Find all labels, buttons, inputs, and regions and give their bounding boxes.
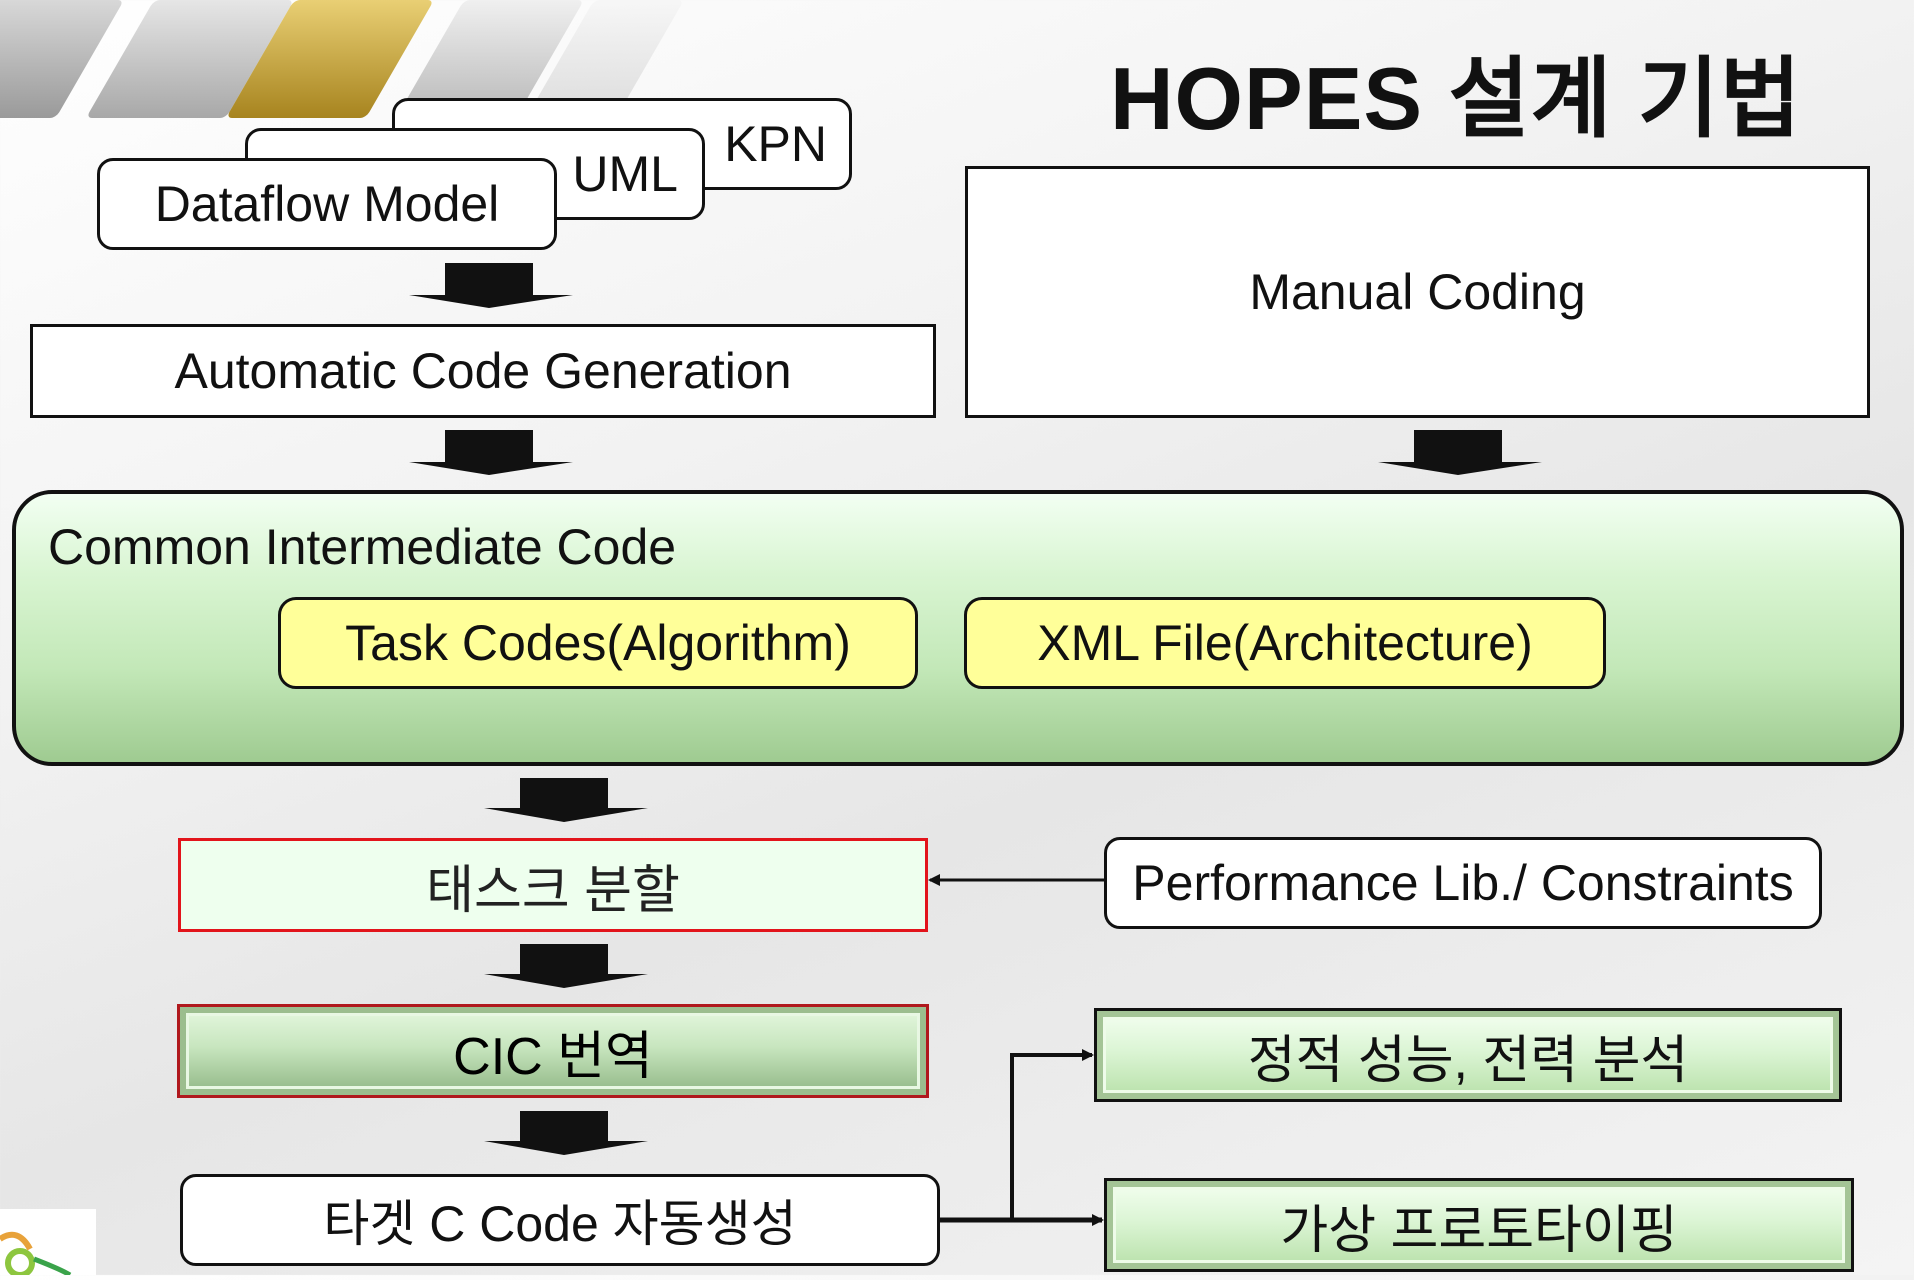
down-arrow-1 — [409, 263, 573, 308]
down-arrow-3 — [1378, 430, 1542, 475]
performance-lib-box: Performance Lib./ Constraints — [1104, 837, 1822, 929]
cic-translate-box: CIC 번역 — [177, 1004, 929, 1098]
dataflow-model-label: Dataflow Model — [154, 176, 500, 232]
down-arrow-6 — [484, 1111, 648, 1155]
static-analysis-box: 정적 성능, 전력 분석 — [1094, 1008, 1842, 1102]
task-split-label: 태스크 분할 — [426, 861, 680, 920]
kpn-label: KPN — [724, 116, 827, 172]
automatic-code-generation-box: Automatic Code Generation — [30, 324, 936, 418]
virtual-prototyping-box: 가상 프로토타이핑 — [1104, 1178, 1854, 1272]
down-arrow-2 — [409, 430, 573, 475]
target-to-static-arrow — [1010, 1049, 1094, 1220]
xml-file-label: XML File(Architecture) — [1037, 615, 1533, 671]
common-intermediate-code-label: Common Intermediate Code — [48, 519, 677, 575]
uml-label: UML — [572, 146, 678, 202]
automatic-code-generation-label: Automatic Code Generation — [174, 343, 792, 399]
virtual-prototyping-label: 가상 프로토타이핑 — [1280, 1201, 1678, 1260]
target-code-box: 타겟 C Code 자동생성 — [180, 1174, 940, 1266]
performance-lib-label: Performance Lib./ Constraints — [1132, 855, 1794, 911]
static-analysis-label: 정적 성능, 전력 분석 — [1247, 1031, 1689, 1090]
xml-file-box: XML File(Architecture) — [964, 597, 1606, 689]
task-codes-label: Task Codes(Algorithm) — [345, 615, 851, 671]
down-arrow-4 — [484, 778, 648, 822]
down-arrow-5 — [484, 944, 648, 988]
task-codes-box: Task Codes(Algorithm) — [278, 597, 918, 689]
logo-icon — [0, 1231, 72, 1278]
dataflow-model-box: Dataflow Model — [97, 158, 557, 250]
logo — [0, 1209, 96, 1278]
cic-translate-label: CIC 번역 — [453, 1027, 653, 1086]
target-code-label: 타겟 C Code 자동생성 — [323, 1196, 797, 1252]
manual-coding-label: Manual Coding — [1249, 264, 1586, 320]
task-split-box: 태스크 분할 — [178, 838, 928, 932]
page-title: HOPES 설계 기법 — [1110, 49, 1802, 148]
manual-coding-box: Manual Coding — [965, 166, 1870, 418]
